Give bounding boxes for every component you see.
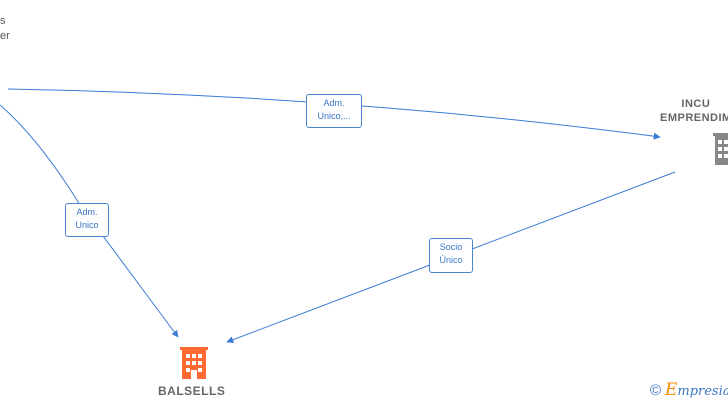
- edge-label-line: Unico,...: [317, 111, 351, 121]
- edge-label-line: Único: [439, 255, 463, 265]
- company-label-line: INCU: [681, 98, 711, 110]
- company-node-label-balsells[interactable]: BALSELLS: [158, 384, 226, 398]
- edge-label-adm-unico-balsells[interactable]: Adm. Unico: [65, 203, 109, 237]
- brand-footer[interactable]: © Empresia: [650, 380, 728, 400]
- building-icon: [180, 347, 208, 379]
- person-node-label[interactable]: s er: [0, 14, 10, 44]
- brand-name: mpresia: [677, 384, 728, 399]
- edge-label-line: Adm.: [76, 207, 98, 217]
- company-label-line: EMPRENDIM: [660, 112, 728, 124]
- edge-label-line: Adm.: [323, 98, 345, 108]
- building-icon: [713, 133, 728, 165]
- edge-person-to-balsells: [0, 104, 179, 338]
- company-node-label-incu[interactable]: INCU EMPRENDIM: [660, 97, 728, 125]
- person-label-line: s: [0, 15, 6, 27]
- edge-label-line: Unico: [75, 220, 99, 230]
- person-label-line: er: [0, 30, 10, 42]
- edge-label-line: Socio: [439, 242, 463, 252]
- copyright-icon: ©: [650, 382, 662, 399]
- brand-initial: E: [664, 380, 678, 400]
- edge-label-socio-unico[interactable]: Socio Único: [429, 238, 473, 273]
- edge-label-adm-unico-incu[interactable]: Adm. Unico,...: [306, 94, 362, 128]
